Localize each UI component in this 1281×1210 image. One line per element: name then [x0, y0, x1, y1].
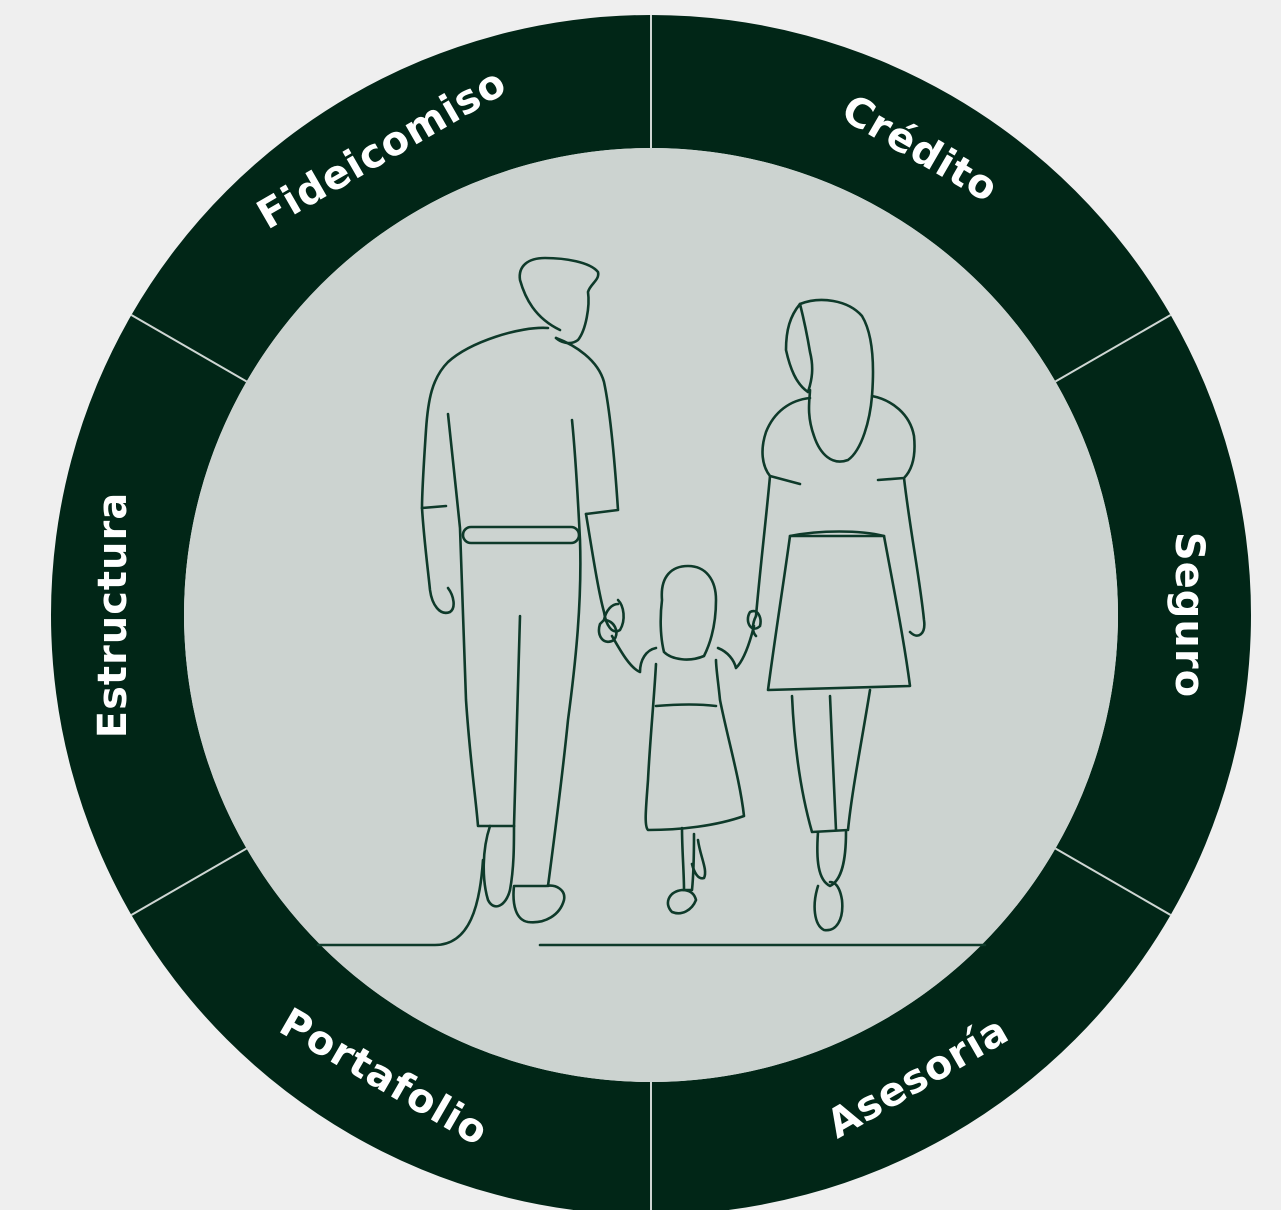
mother-child-hands: [751, 614, 758, 638]
segment-divider: [1054, 314, 1172, 383]
center-circle: [184, 148, 1118, 1082]
segment-seguro[interactable]: [1055, 315, 1251, 915]
family-illustration: [316, 256, 987, 947]
segment-divider: [1054, 847, 1172, 916]
segment-label-estructura: Estructura: [90, 492, 136, 738]
segment-label-seguro: Seguro: [1166, 532, 1212, 698]
ring: CréditoSeguroAsesoríaPortafolioEstructur…: [51, 15, 1251, 1210]
segment-credito[interactable]: [651, 15, 1171, 382]
father-figure: [420, 256, 625, 924]
father-child-hands: [602, 602, 620, 622]
segment-asesoria[interactable]: [651, 848, 1171, 1210]
segment-estructura[interactable]: [51, 315, 247, 915]
segment-divider: [130, 314, 248, 383]
segment-divider: [130, 847, 248, 916]
segment-fideicomiso[interactable]: [131, 15, 651, 382]
segment-portafolio[interactable]: [131, 848, 651, 1210]
child-figure: [597, 564, 762, 915]
mother-figure: [754, 298, 926, 932]
ground-line: [316, 858, 987, 947]
